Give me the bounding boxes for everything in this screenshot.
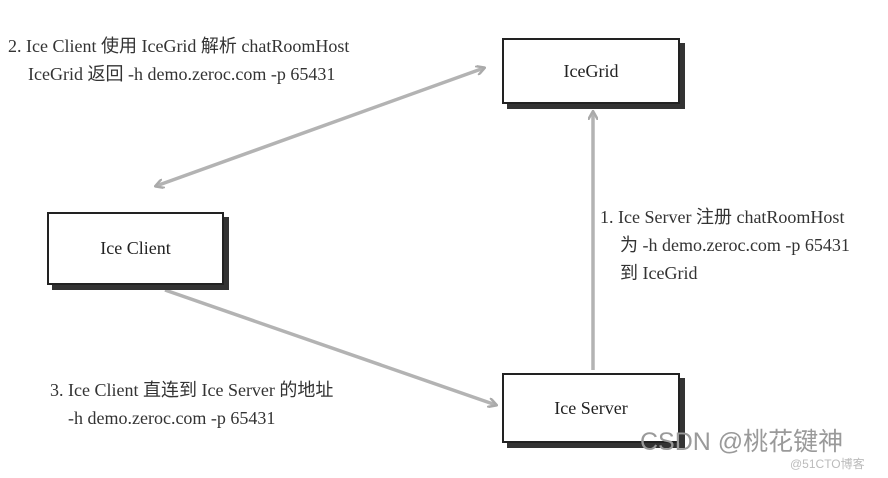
watermark-csdn: CSDN @桃花键神 [640, 428, 844, 456]
arrow-client-server [164, 288, 496, 405]
node-icegrid: IceGrid [502, 38, 680, 104]
step1-line1: 1. Ice Server 注册 chatRoomHost [600, 207, 845, 227]
node-label: Ice Client [100, 238, 171, 258]
step3-line2: -h demo.zeroc.com -p 65431 [68, 408, 276, 428]
node-ice-client: Ice Client [47, 212, 224, 285]
step3-line1: 3. Ice Client 直连到 Ice Server 的地址 [50, 380, 334, 400]
step1-line3: 到 IceGrid [620, 263, 698, 283]
watermark-51cto: @51CTO博客 [790, 457, 865, 471]
arrow-client-icegrid [156, 68, 484, 186]
node-label: IceGrid [563, 60, 619, 81]
step2-line2: IceGrid 返回 -h demo.zeroc.com -p 65431 [28, 64, 336, 84]
step2-line1: 2. Ice Client 使用 IceGrid 解析 chatRoomHost [8, 36, 350, 56]
node-ice-server: Ice Server [502, 373, 680, 443]
node-label: Ice Server [554, 397, 628, 418]
step1-line2: 为 -h demo.zeroc.com -p 65431 [620, 235, 850, 255]
